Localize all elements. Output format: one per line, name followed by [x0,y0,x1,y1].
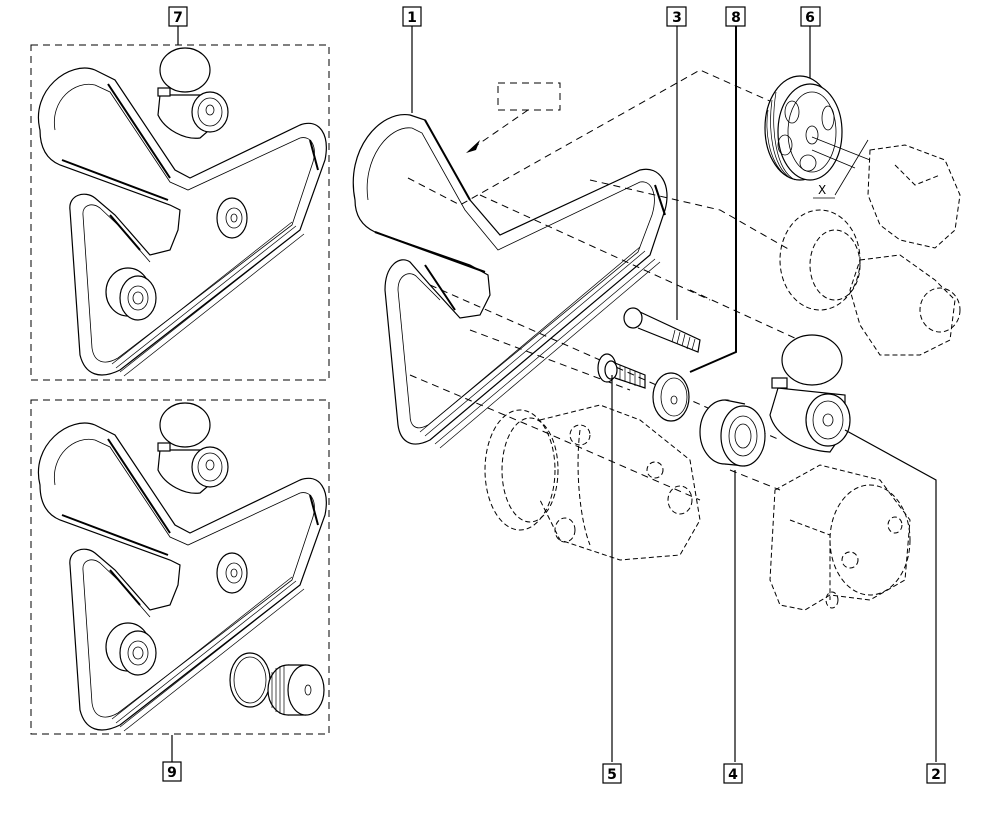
callout-4[interactable]: 4 [723,763,743,784]
callout-6-label: 6 [805,10,815,26]
kit-9-boundary [30,399,330,735]
callout-3[interactable]: 3 [666,6,687,27]
callout-4-label: 4 [728,767,738,783]
callout-8[interactable]: 8 [725,6,746,27]
idler-bolt [597,353,646,389]
leader-lines [171,26,937,762]
callout-5-label: 5 [607,767,617,783]
drive-belt [352,114,668,449]
belt-tensioner [769,334,851,453]
ac-compressor [484,404,701,561]
kit-7-boundary [30,44,330,381]
callout-1-label: 1 [407,10,417,26]
belt-kit-7-artwork [37,47,328,377]
belt-kit-7 [30,44,330,381]
belt-kit-9 [30,399,330,735]
callout-1[interactable]: 1 [402,6,422,27]
tensioner-bolt [623,307,701,353]
pulley-ring [229,652,271,708]
idler-pulley [699,399,766,467]
callout-3-label: 3 [672,10,682,26]
callout-7-label: 7 [173,10,183,26]
crankshaft-pulley: X [764,75,871,199]
callout-8-label: 8 [731,10,741,26]
engine-phantom [779,144,961,356]
callout-2[interactable]: 2 [926,763,946,784]
callout-6[interactable]: 6 [800,6,821,27]
callout-7[interactable]: 7 [168,6,188,27]
callout-5[interactable]: 5 [602,763,622,784]
arrow-head-icon [466,140,480,153]
alternator-pulley [267,664,325,716]
callout-2-label: 2 [931,767,941,783]
note-box [466,82,561,153]
callout-9[interactable]: 9 [162,761,182,782]
alternator [769,464,911,611]
callout-9-label: 9 [167,765,177,781]
dimension-x-label: X [818,183,826,197]
washer [652,372,690,422]
